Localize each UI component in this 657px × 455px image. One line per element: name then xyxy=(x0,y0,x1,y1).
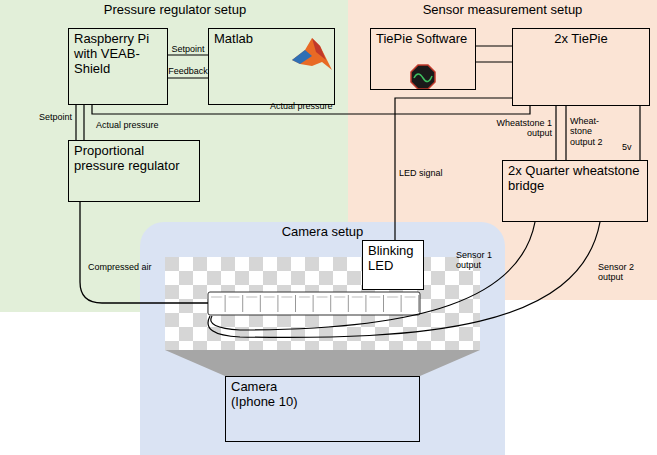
signal-label: Setpoint xyxy=(168,44,208,54)
signal-line xyxy=(395,98,512,240)
region-title: Camera setup xyxy=(140,222,505,240)
process-box: Raspberry Pi with VEAB-Shield xyxy=(68,28,168,105)
wire-label: Sensor 2 output xyxy=(598,262,642,283)
signal-label: Actual pressure xyxy=(96,120,176,130)
sensor-wire xyxy=(208,222,600,337)
signal-label: Wheat- stone output 2 xyxy=(570,116,604,147)
process-box: Matlab xyxy=(208,28,335,105)
tiepie-logo xyxy=(411,65,435,89)
box-label: Blinking LED xyxy=(368,244,418,274)
box-label: Raspberry Pi with VEAB-Shield xyxy=(74,32,162,77)
region-title: Pressure regulator setup xyxy=(0,0,350,18)
process-box: Camera (Iphone 10) xyxy=(225,376,420,442)
signal-line xyxy=(476,45,512,46)
box-label: 2x Quarter wheatstone bridge xyxy=(508,164,642,194)
signal-line xyxy=(83,105,84,140)
signal-line xyxy=(168,77,208,78)
box-label: 2x TiePie xyxy=(518,32,644,47)
process-box: TiePie Software xyxy=(370,28,476,90)
wire-label: Compressed air xyxy=(88,262,168,272)
signal-label: Actual pressure xyxy=(270,101,350,111)
sensor-strip-cells xyxy=(208,292,420,315)
region-title: Sensor measurement setup xyxy=(348,0,657,18)
matlab-logo xyxy=(292,38,332,70)
signal-line xyxy=(565,106,566,160)
signal-line xyxy=(168,54,208,55)
signal-label: Setpoint xyxy=(26,112,72,122)
box-label: Proportional pressure regulator xyxy=(74,144,194,174)
sensor-strip xyxy=(208,292,420,315)
signal-line xyxy=(555,106,556,160)
process-box: Blinking LED xyxy=(362,240,424,290)
signal-label: Feedback xyxy=(168,66,208,76)
box-label: TiePie Software xyxy=(376,32,470,47)
sensor-wire xyxy=(211,222,535,330)
process-box: Proportional pressure regulator xyxy=(68,140,200,202)
box-label: Camera (Iphone 10) xyxy=(231,380,321,410)
air-tube xyxy=(80,202,208,303)
signal-label: LED signal xyxy=(399,168,459,178)
checkerboard-background xyxy=(165,257,480,350)
signal-line xyxy=(639,106,640,160)
process-box: 2x Quarter wheatstone bridge xyxy=(502,160,648,222)
signal-line xyxy=(75,105,76,140)
process-box: 2x TiePie xyxy=(512,28,650,106)
signal-label: Wheatstone 1 output xyxy=(494,118,552,139)
signal-line xyxy=(476,61,512,62)
box-label: Matlab xyxy=(214,32,292,47)
camera-view-cone xyxy=(165,350,480,376)
signal-label: 5v xyxy=(622,142,637,152)
wire-label: Sensor 1 output xyxy=(456,250,500,271)
